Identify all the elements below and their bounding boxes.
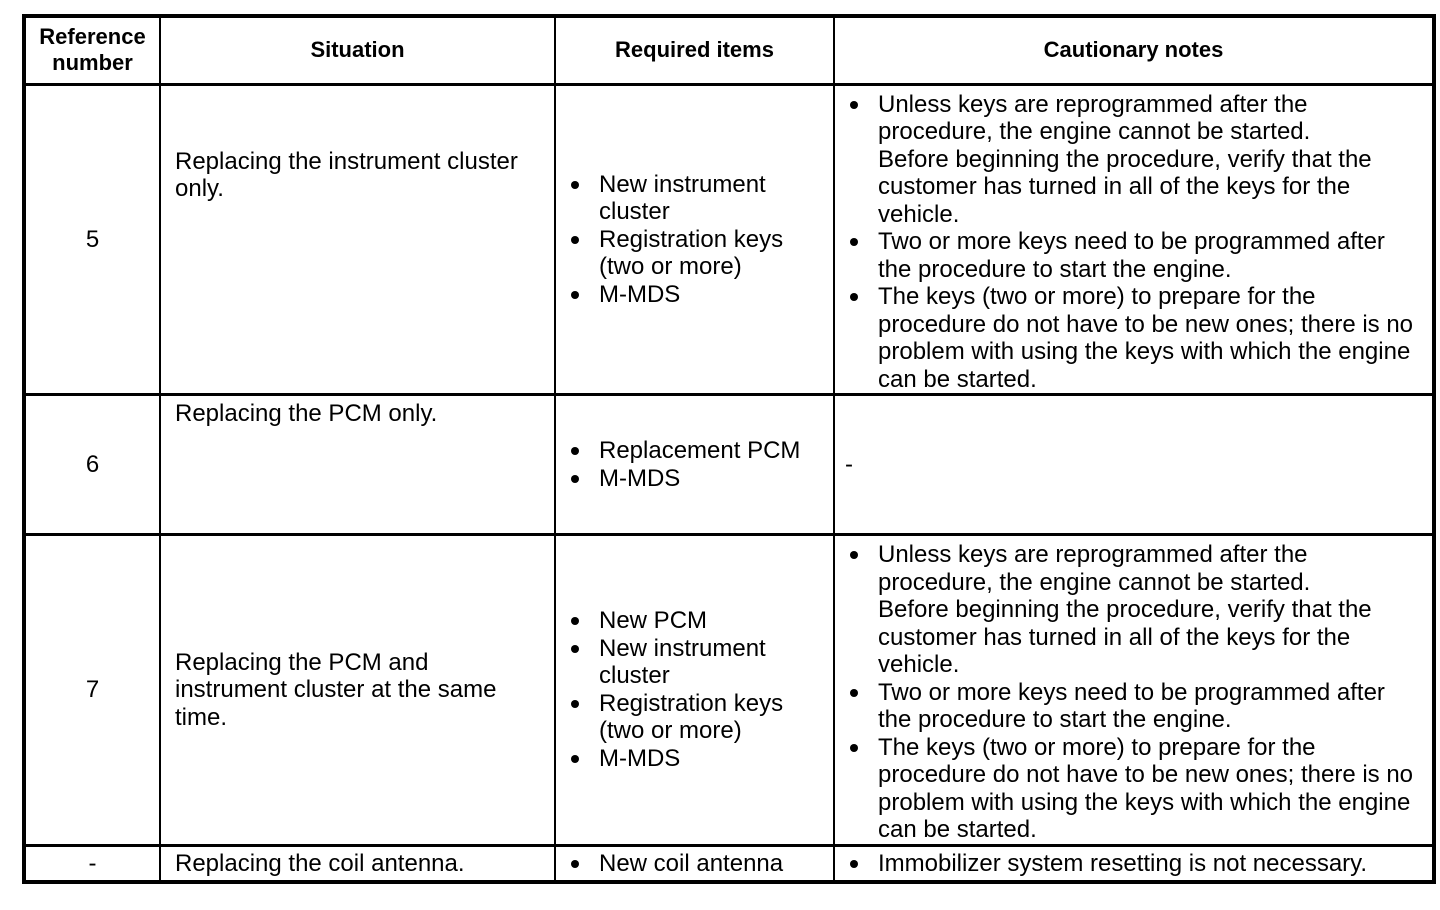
bullet-icon [850,743,858,752]
table-row-ref-5: 5 Replacing the instrument cluster only.… [23,82,1435,396]
list-item-text: Unless keys are reprogrammed after the p… [878,541,1372,678]
cautionary-notes-cell: - [833,393,1435,536]
cautionary-notes-list: Immobilizer system resetting is not nece… [847,850,1418,878]
list-item-text: M-MDS [599,744,681,772]
table-row-ref-dash: - Replacing the coil antenna. New coil a… [23,843,1435,884]
list-item-text: New instrument cluster [599,170,766,226]
list-item-text: New instrument cluster [599,634,766,690]
list-item-text: Two or more keys need to be programmed a… [878,228,1385,283]
list-item: Two or more keys need to be programmed a… [847,679,1418,734]
list-item-text: Replacement PCM [599,437,801,464]
reference-number-cell: 7 [23,533,161,847]
list-item: Two or more keys need to be programmed a… [847,228,1418,283]
required-items-list: New coil antenna [568,850,827,878]
header-reference-number: Reference number [23,14,161,86]
bullet-icon [571,290,579,299]
list-item: New coil antenna [568,850,827,878]
immobilizer-reset-situation-table: Reference number Situation Required item… [22,14,1436,884]
header-situation: Situation [159,14,556,86]
list-item: New PCM [568,607,827,635]
list-item-text: New coil antenna [599,849,784,877]
list-item: The keys (two or more) to prepare for th… [847,733,1418,843]
bullet-icon [850,551,858,559]
required-items-list: Replacement PCM M-MDS [568,437,827,492]
bullet-icon [850,859,858,868]
list-item: Immobilizer system resetting is not nece… [847,850,1418,878]
cautionary-notes-list: Unless keys are reprogrammed after the p… [847,541,1418,843]
reference-number-cell: 6 [23,393,161,536]
situation-cell: Replacing the instrument cluster only. [159,82,556,396]
cautionary-notes-cell: Unless keys are reprogrammed after the p… [833,533,1435,847]
situation-text: Replacing the instrument cluster only. [175,147,518,203]
table-header: Reference number Situation Required item… [23,14,1435,86]
bullet-icon [571,859,579,868]
table-row-ref-6: 6 Replacing the PCM only. Replacement PC… [23,393,1435,536]
situation-cell: Replacing the PCM and instrument cluster… [159,533,556,847]
list-item-text: Unless keys are reprogrammed after the p… [878,90,1372,228]
list-item: Unless keys are reprogrammed after the p… [847,91,1418,229]
list-item-text: The keys (two or more) to prepare for th… [878,733,1414,843]
situation-text: Replacing the PCM and instrument cluster… [175,648,497,731]
cautionary-notes-cell: Unless keys are reprogrammed after the p… [833,82,1435,396]
list-item-text: Registration keys (two or more) [599,689,784,745]
bullet-icon [850,100,858,109]
table-body: 5 Replacing the instrument cluster only.… [23,82,1435,884]
bullet-icon [571,447,579,455]
bullet-icon [571,180,579,189]
list-item-text: New PCM [599,607,708,635]
reference-number-cell: 5 [23,82,161,396]
bullet-icon [850,688,858,697]
list-item: Replacement PCM [568,437,827,465]
list-item-text: M-MDS [599,464,681,492]
list-item-text: Registration keys (two or more) [599,225,784,281]
list-item: M-MDS [568,745,827,773]
required-items-cell: New coil antenna [554,843,835,884]
list-item: M-MDS [568,281,827,309]
cautionary-notes-cell: Immobilizer system resetting is not nece… [833,843,1435,884]
list-item: M-MDS [568,465,827,493]
bullet-icon [571,617,579,626]
bullet-icon [571,754,579,763]
required-items-cell: New instrument cluster Registration keys… [554,82,835,396]
situation-cell: Replacing the PCM only. [159,393,556,536]
bullet-icon [571,699,579,708]
required-items-cell: Replacement PCM M-MDS [554,393,835,536]
bullet-icon [571,235,579,244]
bullet-icon [571,474,579,483]
list-item: New instrument cluster [568,171,827,226]
table-row-ref-7: 7 Replacing the PCM and instrument clust… [23,533,1435,847]
list-item: Unless keys are reprogrammed after the p… [847,541,1418,679]
situation-text: Replacing the coil antenna. [175,849,465,877]
bullet-icon [571,644,579,653]
reference-number-cell: - [23,843,161,884]
list-item-text: M-MDS [599,280,681,308]
situation-cell: Replacing the coil antenna. [159,843,556,884]
required-items-list: New instrument cluster Registration keys… [568,171,827,309]
list-item: Registration keys (two or more) [568,690,827,745]
list-item: The keys (two or more) to prepare for th… [847,283,1418,393]
header-required-items: Required items [554,14,835,86]
bullet-icon [850,238,858,246]
header-cautionary-notes: Cautionary notes [833,14,1435,86]
bullet-icon [850,293,858,301]
list-item-text: The keys (two or more) to prepare for th… [878,283,1414,393]
header-row: Reference number Situation Required item… [23,14,1435,86]
list-item: Registration keys (two or more) [568,226,827,281]
required-items-list: New PCM New instrument cluster Registrat… [568,607,827,772]
list-item: New instrument cluster [568,635,827,690]
list-item-text: Immobilizer system resetting is not nece… [878,849,1368,877]
situation-text: Replacing the PCM only. [175,400,438,427]
cautionary-notes-list: Unless keys are reprogrammed after the p… [847,91,1418,393]
required-items-cell: New PCM New instrument cluster Registrat… [554,533,835,847]
list-item-text: Two or more keys need to be programmed a… [878,678,1385,734]
